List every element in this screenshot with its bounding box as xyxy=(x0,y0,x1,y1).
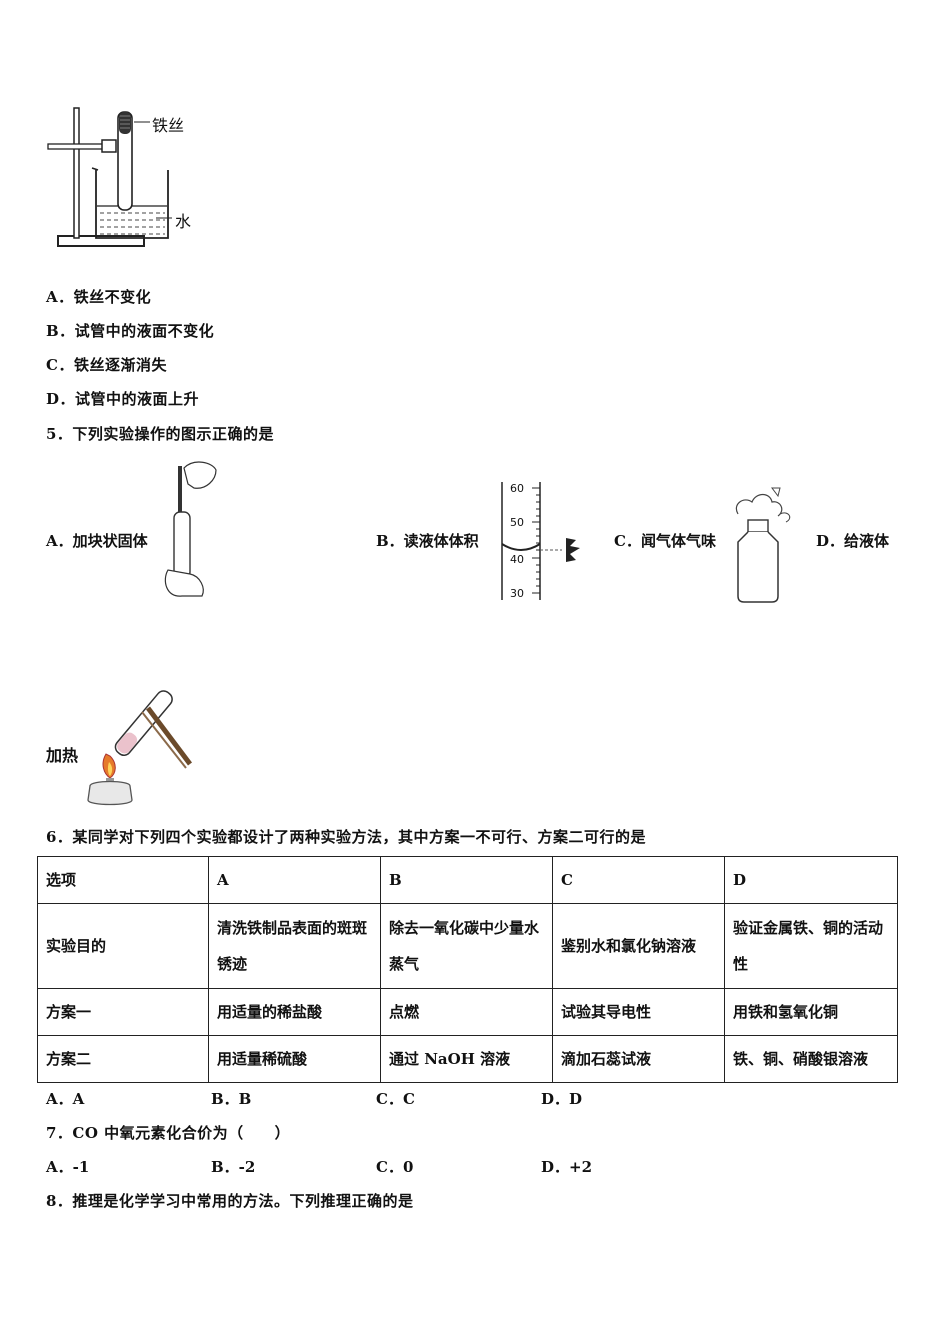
q6-option-d: D．D xyxy=(541,1090,583,1108)
q5-stem: 5．下列实验操作的图示正确的是 xyxy=(46,425,274,443)
table-row: 方案二 用适量稀硫酸 通过 NaOH 溶液 滴加石蕊试液 铁、铜、硝酸银溶液 xyxy=(37,1035,898,1083)
table-cell: 铁、铜、硝酸银溶液 xyxy=(724,1035,898,1083)
table-header-cell: C xyxy=(552,856,725,904)
table-cell: 通过 NaOH 溶液 xyxy=(380,1035,553,1083)
q4-option-d: D．试管中的液面上升 xyxy=(46,390,200,408)
q7-option-b: B．-2 xyxy=(211,1158,256,1176)
graduated-cylinder-figure xyxy=(496,478,596,602)
table-header-cell: 选项 xyxy=(37,856,209,904)
q5-option-c: C．闻气体气味 xyxy=(614,532,716,550)
add-solid-figure xyxy=(160,458,220,600)
table-row: 实验目的 清洗铁制品表面的斑斑锈迹 除去一氧化碳中少量水蒸气 鉴别水和氯化钠溶液… xyxy=(37,903,898,989)
table-cell: 试验其导电性 xyxy=(552,988,725,1036)
table-cell: 鉴别水和氯化钠溶液 xyxy=(552,903,725,989)
cylinder-tick-40: 40 xyxy=(510,553,524,566)
label-water: 水 xyxy=(175,212,192,231)
table-header-cell: A xyxy=(208,856,381,904)
q4-option-a: A．铁丝不变化 xyxy=(46,288,152,306)
table-cell: 滴加石蕊试液 xyxy=(552,1035,725,1083)
q8-stem: 8．推理是化学学习中常用的方法。下列推理正确的是 xyxy=(46,1192,414,1210)
table-cell: 方案二 xyxy=(37,1035,209,1083)
q5-option-b: B．读液体体积 xyxy=(376,532,479,550)
q7-option-c: C．0 xyxy=(376,1158,414,1176)
table-cell: 用铁和氢氧化铜 xyxy=(724,988,898,1036)
table-cell: 方案一 xyxy=(37,988,209,1036)
q6-stem: 6．某同学对下列四个实验都设计了两种实验方法，其中方案一不可行、方案二可行的是 xyxy=(46,828,646,846)
q5-option-d: D．给液体 xyxy=(816,532,890,550)
table-cell: 用适量稀硫酸 xyxy=(208,1035,381,1083)
q4-option-c: C．铁丝逐渐消失 xyxy=(46,356,167,374)
q6-option-b: B．B xyxy=(211,1090,252,1108)
table-cell: 点燃 xyxy=(380,988,553,1036)
q6-experiment-table: 选项 A B C D 实验目的 清洗铁制品表面的斑斑锈迹 除去一氧化碳中少量水蒸… xyxy=(37,856,898,1083)
q5-option-d-continued: 加热 xyxy=(46,746,79,765)
table-row: 方案一 用适量的稀盐酸 点燃 试验其导电性 用铁和氢氧化铜 xyxy=(37,988,898,1036)
table-header-cell: B xyxy=(380,856,553,904)
q5-option-a: A．加块状固体 xyxy=(46,532,148,550)
q7-option-d: D．+2 xyxy=(541,1158,593,1176)
table-cell: 清洗铁制品表面的斑斑锈迹 xyxy=(208,903,381,989)
q4-option-b: B．试管中的液面不变化 xyxy=(46,322,215,340)
cylinder-tick-60: 60 xyxy=(510,482,524,495)
table-cell: 验证金属铁、铜的活动性 xyxy=(724,903,898,989)
table-cell: 除去一氧化碳中少量水蒸气 xyxy=(380,903,553,989)
q6-option-c: C．C xyxy=(376,1090,415,1108)
label-iron-wire: 铁丝 xyxy=(152,116,185,135)
table-cell: 用适量的稀盐酸 xyxy=(208,988,381,1036)
q7-option-a: A．-1 xyxy=(46,1158,90,1176)
q6-option-a: A．A xyxy=(46,1090,85,1108)
heat-liquid-figure xyxy=(78,690,194,808)
table-header-cell: D xyxy=(724,856,898,904)
cylinder-tick-50: 50 xyxy=(510,516,524,529)
iron-wire-apparatus-figure xyxy=(44,104,194,256)
table-cell: 实验目的 xyxy=(37,903,209,989)
q7-stem: 7．CO 中氧元素化合价为（ ） xyxy=(46,1124,291,1142)
table-header-row: 选项 A B C D xyxy=(37,856,898,904)
smell-gas-figure xyxy=(728,484,800,604)
cylinder-tick-30: 30 xyxy=(510,587,524,600)
